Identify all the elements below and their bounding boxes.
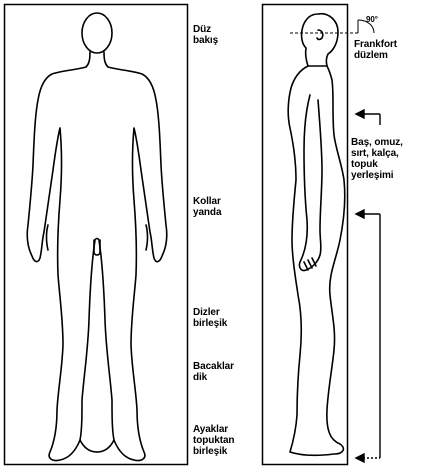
label-knees: Dizler birleşik xyxy=(193,307,227,329)
label-feet: Ayaklar topuktan birleşik xyxy=(193,424,234,457)
front-right-hand-detail xyxy=(146,225,148,250)
side-view-frame xyxy=(263,5,348,465)
front-head xyxy=(82,13,112,53)
label-gaze: Düz bakış xyxy=(193,24,218,46)
arrow-left-icon xyxy=(356,454,364,462)
side-arm xyxy=(299,95,322,271)
label-legs: Bacaklar dik xyxy=(193,361,234,383)
front-body-outline xyxy=(27,13,167,461)
arrow-left-icon xyxy=(356,210,364,218)
label-alignment: Baş, omuz, sırt, kalça, topuk yerleşimi xyxy=(351,137,403,181)
arrow-left-icon xyxy=(356,110,364,118)
side-ear xyxy=(317,30,323,40)
front-right-foot-detail xyxy=(97,440,114,452)
label-arms: Kollar yanda xyxy=(193,196,221,218)
label-frankfort: Frankfort düzlem xyxy=(354,39,397,61)
front-left-hand-detail xyxy=(47,225,49,250)
label-angle: 90° xyxy=(366,14,378,25)
front-view-frame xyxy=(5,5,188,465)
front-left-foot-detail xyxy=(80,440,97,452)
side-body-outline xyxy=(288,14,345,456)
